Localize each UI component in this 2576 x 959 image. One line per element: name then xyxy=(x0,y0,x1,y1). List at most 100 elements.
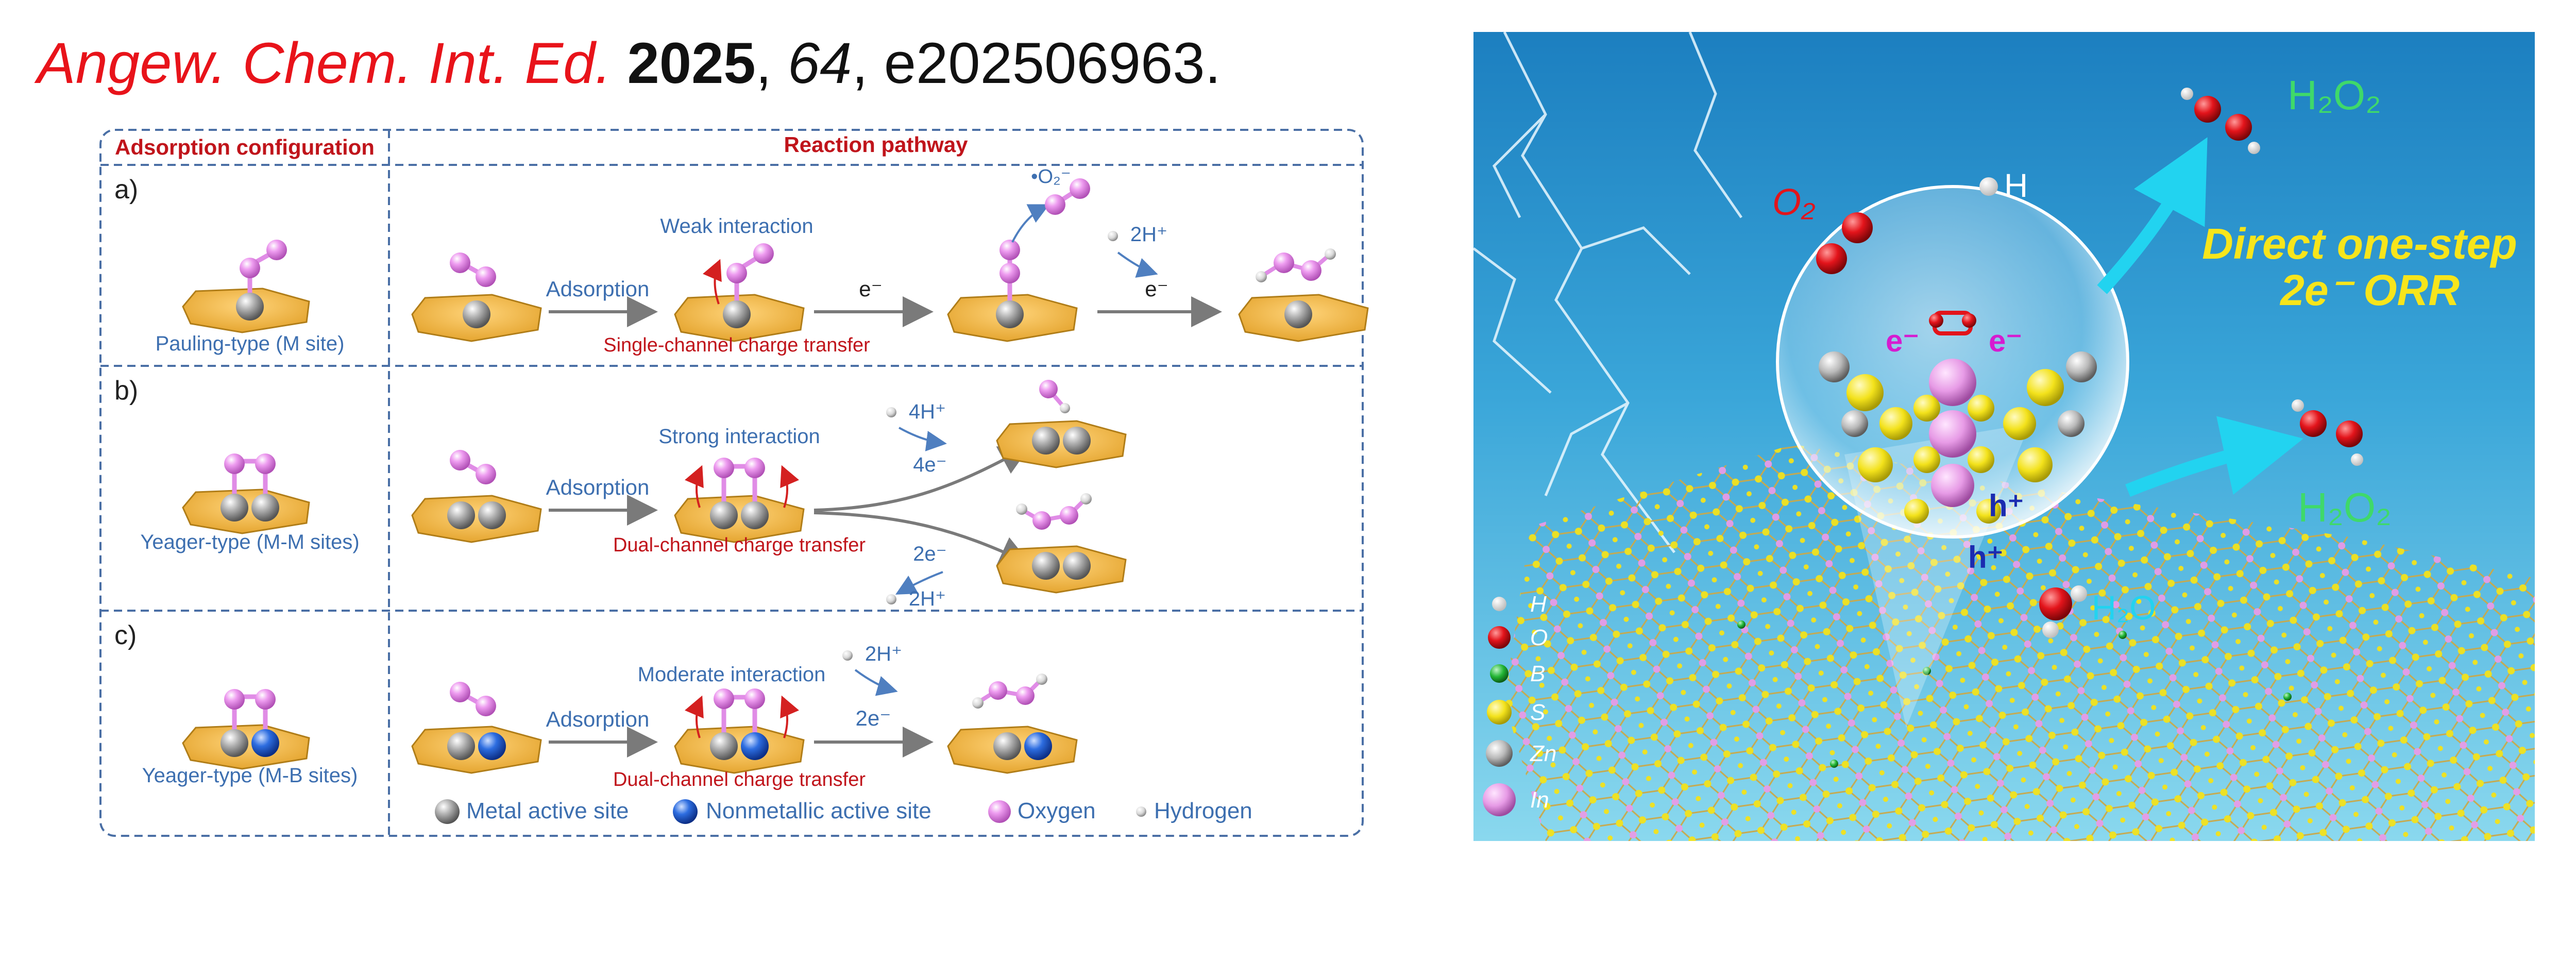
lower-output-arrow xyxy=(2125,416,2303,497)
row-b-configuration-icon xyxy=(182,453,310,534)
row-c-step1-surface xyxy=(411,682,542,774)
row-a-configuration-icon xyxy=(182,240,310,333)
row-c-protons-label: 2H⁺ xyxy=(865,643,902,665)
citation-volume: 64 xyxy=(787,31,852,95)
legend-hydrogen-icon xyxy=(1136,806,1146,817)
legend-b-icon xyxy=(1490,664,1509,683)
row-c-configuration-icon xyxy=(182,689,310,770)
row-b-upper-curve xyxy=(899,427,947,451)
row-b-lower-protons: 2H⁺ xyxy=(909,587,946,610)
h2o2-label-bottom: H₂O₂ xyxy=(2298,484,2392,530)
legend-o-label: O xyxy=(1530,625,1548,650)
hole-label-lower: h⁺ xyxy=(1968,540,2003,575)
row-a-interaction-label: Weak interaction xyxy=(660,215,813,238)
row-c-proton-curve xyxy=(854,669,898,696)
legend-in-icon xyxy=(1483,783,1516,816)
boron-sites xyxy=(1737,620,2292,768)
citation-article: e202506963. xyxy=(884,31,1221,95)
row-b-transfer-label: Dual-channel charge transfer xyxy=(613,534,866,556)
h2o-label: H₂O xyxy=(2092,588,2156,627)
row-a-superoxide-label: •O₂⁻ xyxy=(1031,166,1071,188)
row-b-lower-curve xyxy=(895,571,943,595)
photocatalysis-artwork: O₂ H e⁻ e⁻ h⁺ h⁺ H₂O H₂O₂ H₂ xyxy=(1473,32,2535,841)
legend-s-label: S xyxy=(1530,700,1545,725)
row-b-lower-product-surface xyxy=(996,493,1127,594)
element-legend: H O B S Zn In xyxy=(1483,592,1556,816)
row-b-upper-branch-arrow xyxy=(814,445,1031,512)
row-a-hydrogen-icon xyxy=(1108,231,1118,241)
hydrogen-atom-icon xyxy=(1979,177,1998,196)
row-a-letter: a) xyxy=(114,175,138,205)
row-b-step1-surface xyxy=(411,450,542,543)
h2o2-label-top: H₂O₂ xyxy=(2287,72,2381,118)
row-a-step3-surface xyxy=(947,178,1090,342)
h2o-molecule xyxy=(2039,585,2087,638)
citation: Angew. Chem. Int. Ed. 2025, 64, e2025069… xyxy=(37,31,1221,95)
scheme-legend: Metal active site Nonmetallic active sit… xyxy=(435,798,1252,824)
row-c-step2-surface xyxy=(674,688,805,774)
legend-in-label: In xyxy=(1530,787,1549,813)
row-b-letter: b) xyxy=(114,376,138,406)
legend-o-icon xyxy=(1488,626,1511,649)
row-b-step2-surface xyxy=(674,458,805,543)
legend-h-icon xyxy=(1492,597,1506,611)
row-b-adsorption-label: Adsorption xyxy=(546,475,650,499)
h2o2-molecule-bottom xyxy=(2292,399,2363,466)
legend-oxygen-label: Oxygen xyxy=(1018,798,1096,823)
electron-label-left: e⁻ xyxy=(1886,324,1919,358)
row-c-electrons-label: 2e⁻ xyxy=(856,706,891,730)
row-b-upper-hydrogen-icon xyxy=(886,407,896,417)
citation-year: 2025 xyxy=(627,31,756,95)
upper-output-arrow xyxy=(2097,137,2208,294)
row-c-hydrogen-icon xyxy=(842,650,853,661)
row-b-upper-electrons: 4e⁻ xyxy=(913,453,947,476)
journal-name: Angew. Chem. Int. Ed. xyxy=(37,31,612,95)
catalyst-lattice xyxy=(1504,444,2535,841)
h-label: H xyxy=(2004,167,2028,204)
row-a-product-surface xyxy=(1238,248,1369,342)
legend-h-label: H xyxy=(1530,592,1547,617)
row-a-adsorption-label: Adsorption xyxy=(546,277,650,301)
row-a-transfer-label: Single-channel charge transfer xyxy=(603,334,870,356)
row-b-upper-protons: 4H⁺ xyxy=(909,400,946,423)
legend-b-label: B xyxy=(1530,661,1545,686)
hole-label-upper: h⁺ xyxy=(1989,489,2024,523)
row-a-electron2-label: e⁻ xyxy=(1145,277,1168,301)
legend-zn-label: Zn xyxy=(1530,741,1556,766)
header-adsorption-configuration: Adsorption configuration xyxy=(115,135,375,159)
row-a-step1-surface xyxy=(411,253,542,342)
legend-metal-label: Metal active site xyxy=(466,798,629,823)
row-b-lower-branch-arrow xyxy=(814,511,1031,566)
row-a-electron-label: e⁻ xyxy=(859,277,883,301)
row-c-config-label: Yeager-type (M-B sites) xyxy=(142,764,358,787)
o2-molecule xyxy=(1816,212,1873,274)
row-c-adsorption-label: Adsorption xyxy=(546,707,650,731)
row-a-protons-label: 2H⁺ xyxy=(1130,223,1167,246)
legend-nonmetal-label: Nonmetallic active site xyxy=(706,798,931,823)
lightning-icon xyxy=(1473,32,1743,553)
row-b-lower-electrons: 2e⁻ xyxy=(913,543,947,565)
o2-label: O₂ xyxy=(1772,182,1815,223)
catalyst-cluster xyxy=(1819,311,2097,524)
row-b-config-label: Yeager-type (M-M sites) xyxy=(140,531,359,553)
legend-hydrogen-label: Hydrogen xyxy=(1154,798,1252,823)
row-a-config-label: Pauling-type (M site) xyxy=(156,332,345,355)
row-c-transfer-label: Dual-channel charge transfer xyxy=(613,769,866,790)
legend-nonmetal-icon xyxy=(673,799,698,824)
row-b-upper-product-surface xyxy=(996,380,1127,468)
legend-s-icon xyxy=(1487,700,1512,725)
row-b-lower-hydrogen-icon xyxy=(886,594,896,604)
legend-oxygen-icon xyxy=(988,800,1011,823)
caption-line-1: Direct one-step xyxy=(2202,220,2517,268)
row-c-letter: c) xyxy=(114,620,137,650)
caption-line-2: 2e⁻ ORR xyxy=(2279,266,2460,314)
row-c-product-surface xyxy=(947,674,1078,774)
electron-label-right: e⁻ xyxy=(1989,324,2022,358)
scheme-frame xyxy=(99,129,1364,837)
row-a-step2-surface xyxy=(674,243,805,342)
legend-metal-icon xyxy=(435,799,460,824)
reaction-scheme: Adsorption configuration Reaction pathwa… xyxy=(99,129,1369,837)
legend-zn-icon xyxy=(1486,740,1513,767)
row-c-interaction-label: Moderate interaction xyxy=(638,663,826,686)
h2o2-molecule-top xyxy=(2181,88,2260,154)
